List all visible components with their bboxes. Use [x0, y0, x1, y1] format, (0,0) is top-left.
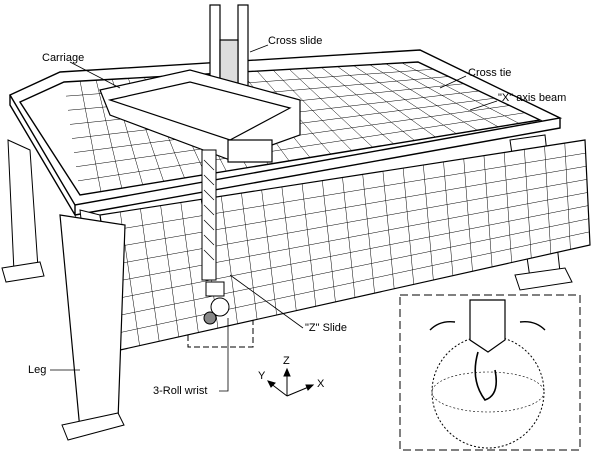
rotate-arrow-right-icon [519, 320, 546, 331]
grid-line [109, 192, 588, 283]
z-slide [201, 149, 230, 325]
label-x-axis-beam: "X" axis beam [498, 92, 567, 104]
label-carriage: Carriage [42, 52, 85, 64]
label-cross-tie: Cross tie [468, 67, 512, 79]
label-z-slide: "Z" Slide [305, 322, 348, 334]
leader-lines [50, 44, 498, 392]
grid-line [114, 218, 589, 317]
grid-line [77, 112, 525, 182]
grid-line [112, 205, 589, 300]
wrist-detail-inset [399, 294, 581, 451]
back-left-leg [1, 139, 45, 283]
label-3-roll-wrist: 3-Roll wrist [153, 385, 208, 397]
rotate-arrow-left-icon [429, 320, 456, 331]
axis-label-z: Z [283, 355, 290, 367]
grid-line [117, 231, 590, 334]
wrist-bracket [187, 320, 254, 348]
grid-line [107, 179, 587, 266]
xyz-axis-triad [267, 367, 315, 397]
axis-label-y: Y [258, 370, 266, 382]
grid-line [102, 152, 586, 233]
label-leg: Leg [28, 364, 47, 376]
grid-line [104, 166, 587, 249]
label-cross-slide: Cross slide [268, 35, 323, 47]
axis-label-x: X [317, 378, 325, 390]
front-left-leg [59, 214, 126, 441]
carriage-assembly [99, 4, 301, 163]
